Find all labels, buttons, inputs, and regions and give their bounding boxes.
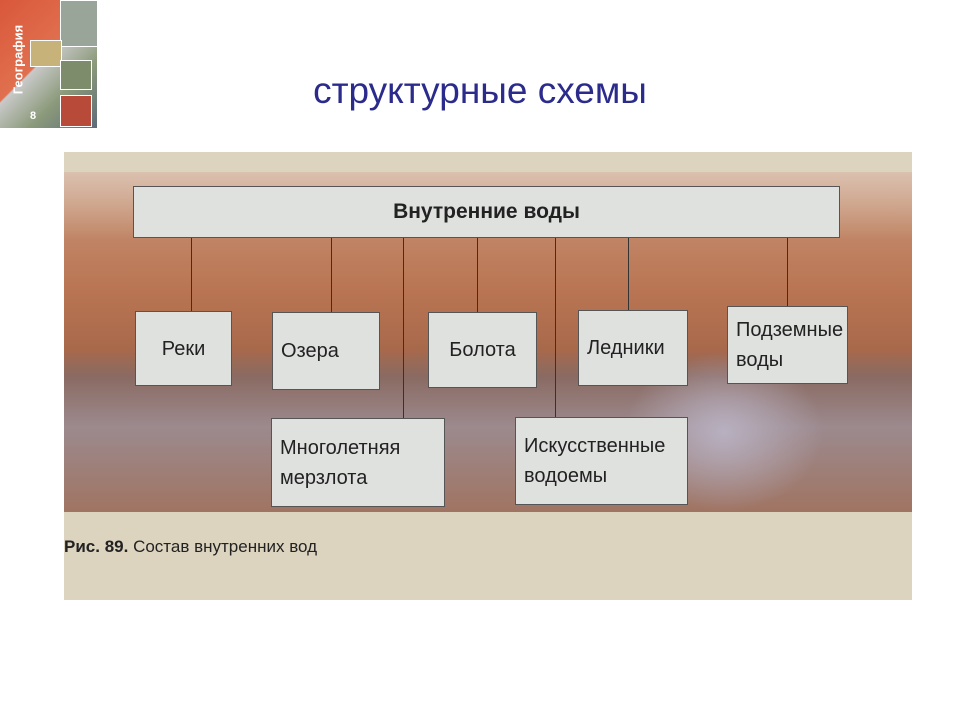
diagram-photo: Внутренние воды Реки Озера Болота Ледник… [64, 152, 912, 600]
node-swamps: Болота [428, 312, 537, 388]
node-permafrost: Многолетняя мерзлота [271, 418, 445, 507]
node-glaciers: Ледники [578, 310, 688, 386]
textbook-cover-image: География 8 [0, 0, 97, 128]
figure-caption: Рис. 89. Состав внутренних вод [64, 537, 317, 557]
node-rivers: Реки [135, 311, 232, 386]
caption-label: Рис. 89. [64, 537, 129, 556]
node-reservoirs: Искусственные водоемы [515, 417, 688, 505]
slide-title: структурные схемы [313, 70, 647, 111]
cover-grade: 8 [30, 110, 37, 122]
root-node: Внутренние воды [133, 186, 840, 238]
node-groundwater: Подземные воды [727, 306, 848, 384]
caption-text: Состав внутренних вод [133, 537, 318, 556]
node-lakes: Озера [272, 312, 380, 390]
